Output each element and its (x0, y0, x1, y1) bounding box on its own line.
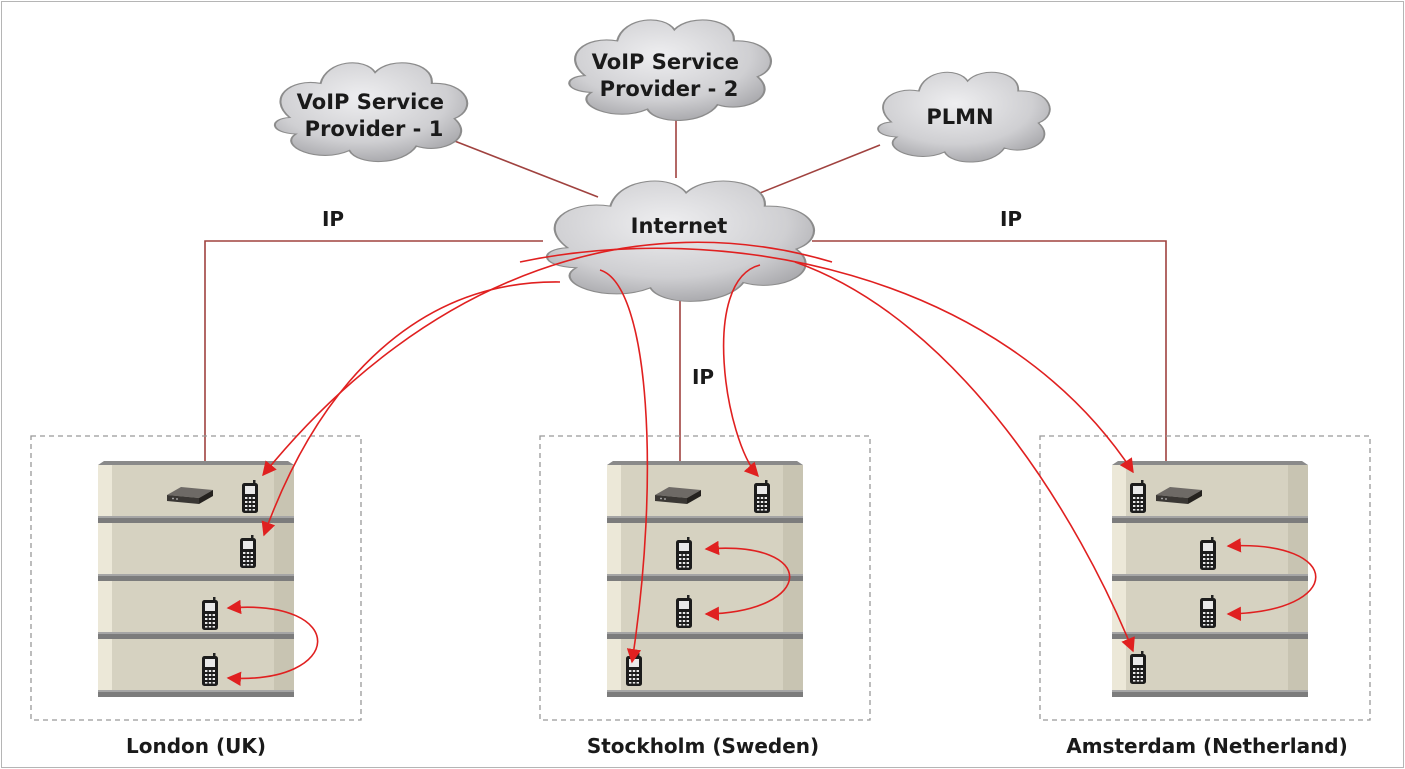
site-label-amsterdam: Amsterdam (Netherland) (1066, 734, 1348, 758)
svg-text:VoIP Service Provider -: VoIP Service Provider - 2 (592, 50, 747, 101)
call-loop-london (226, 599, 319, 686)
mobile-phone-icon (202, 597, 218, 630)
site-label-stockholm: Stockholm (Sweden) (587, 734, 819, 758)
call-arrow-internet-stockholm-bottom (599, 269, 649, 664)
mobile-phone-icon (1130, 651, 1146, 684)
cloud-voip1: VoIP Service Provider - 1 (275, 63, 467, 162)
call-arrow-internet-stockholm-top (722, 264, 761, 478)
call-loop-stockholm (704, 540, 791, 621)
mobile-phone-icon (240, 535, 256, 568)
call-arrow-internet-london-second (261, 281, 561, 537)
call-arrow-internet-amsterdam-bottom (794, 261, 1135, 653)
link-plmn-internet (759, 144, 881, 194)
cloud-voip2: VoIP Service Provider - 2 (569, 20, 771, 121)
cloud-voip2-line1: VoIP Service (592, 50, 739, 74)
call-loop-amsterdam (1226, 538, 1317, 621)
site-amsterdam (1039, 435, 1371, 721)
call-arrow-internet-amsterdam-top (519, 247, 1134, 474)
mobile-phone-icon (1130, 480, 1146, 513)
mobile-phone-icon (676, 595, 692, 628)
site-label-london: London (UK) (126, 734, 266, 758)
mobile-phone-icon (242, 480, 258, 513)
building-stockholm (607, 461, 803, 697)
cloud-voip1-line1: VoIP Service (297, 90, 444, 114)
site-london (30, 435, 362, 721)
cloud-plmn: PLMN (878, 72, 1050, 162)
ip-label-left: IP (322, 207, 344, 231)
mobile-phone-icon (202, 653, 218, 686)
ip-links (204, 120, 1167, 496)
building-london (98, 461, 294, 697)
cloud-voip1-line2: Provider - 1 (305, 117, 444, 141)
mobile-phone-icon (1200, 595, 1216, 628)
svg-text:VoIP Service Provider -: VoIP Service Provider - 1 (297, 90, 452, 141)
link-london-internet (204, 240, 543, 494)
site-boundary-london (30, 435, 362, 721)
cloud-internet: Internet (547, 181, 814, 301)
call-arrows (226, 241, 1317, 686)
building-amsterdam (1112, 461, 1308, 697)
link-amsterdam-internet (812, 240, 1167, 494)
site-buildings (30, 435, 1371, 721)
mobile-phone-icon (754, 480, 770, 513)
site-stockholm (539, 435, 871, 721)
ip-label-center: IP (692, 365, 714, 389)
site-boundary-stockholm (539, 435, 871, 721)
mobile-phone-icon (626, 653, 642, 686)
cloud-internet-label: Internet (631, 214, 728, 238)
site-boundary-amsterdam (1039, 435, 1371, 721)
mobile-phone-icon (1200, 537, 1216, 570)
mobile-phone-icon (676, 537, 692, 570)
link-voip1-internet (451, 139, 599, 198)
cloud-voip2-line2: Provider - 2 (600, 77, 739, 101)
cloud-plmn-label: PLMN (926, 105, 993, 129)
ip-label-right: IP (1000, 207, 1022, 231)
